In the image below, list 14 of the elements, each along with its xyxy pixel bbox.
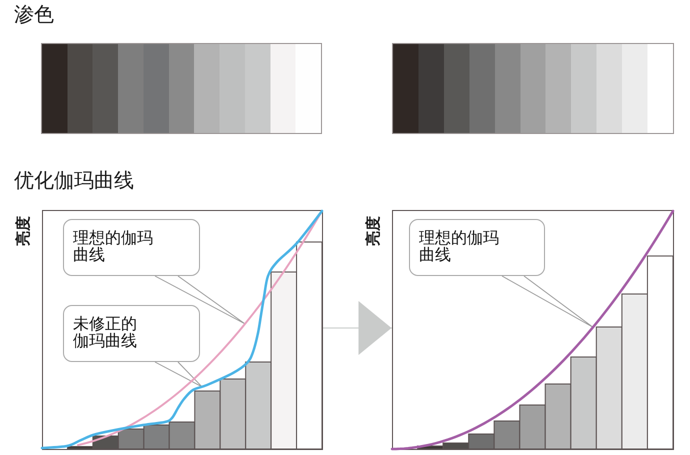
section-heading: 优化伽玛曲线 [14, 170, 134, 192]
leader-line [154, 362, 202, 388]
axis-label: 亮度 [15, 215, 33, 246]
leader-line [502, 276, 594, 328]
callout-text: 未修正的伽玛曲线 [73, 316, 138, 350]
leader-line [154, 276, 246, 324]
speech-bubble [63, 305, 200, 362]
callout-text: 理想的伽玛曲线 [73, 230, 154, 264]
chevron-arrow [322, 301, 392, 355]
section-heading: 渗色 [14, 4, 54, 26]
callout-text: 理想的伽玛曲线 [419, 230, 500, 264]
axis-label: 亮度 [365, 215, 383, 246]
speech-bubble [63, 219, 200, 276]
speech-bubble [409, 219, 545, 276]
